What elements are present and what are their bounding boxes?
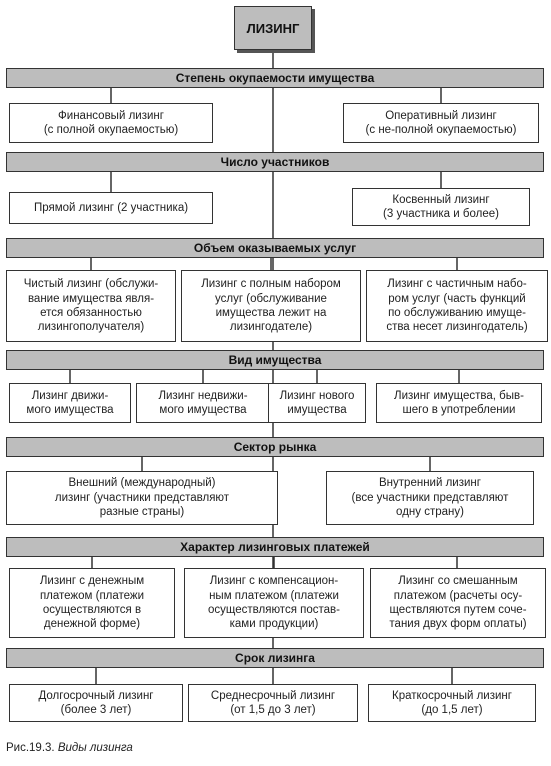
- root-leasing-box: ЛИЗИНГ: [234, 6, 312, 50]
- type-indirect-leasing: Косвенный лизинг (3 участника и более): [352, 188, 530, 226]
- category-payment-character: Характер лизинговых платежей: [6, 537, 544, 557]
- type-external-leasing: Внешний (международный) лизинг (участник…: [6, 471, 278, 525]
- category-services-volume: Объем оказываемых услуг: [6, 238, 544, 258]
- category-leasing-term: Срок лизинга: [6, 648, 544, 668]
- figure-caption: Рис.19.3. Виды лизинга: [6, 742, 133, 754]
- category-payback-degree: Степень окупаемости имущества: [6, 68, 544, 88]
- type-compensation-payment-leasing: Лизинг с компенсацион- ным платежом (пла…: [184, 568, 364, 638]
- caption-name: Виды лизинга: [57, 742, 133, 754]
- type-operating-leasing: Оперативный лизинг (с не-полной окупаемо…: [343, 103, 539, 143]
- type-long-term-leasing: Долгосрочный лизинг (более 3 лет): [9, 684, 183, 722]
- type-used-property-leasing: Лизинг имущества, быв- шего в употреблен…: [376, 383, 542, 423]
- type-financial-leasing: Финансовый лизинг (с полной окупаемостью…: [9, 103, 213, 143]
- type-movable-property-leasing: Лизинг движи- мого имущества: [9, 383, 131, 423]
- type-partial-service-leasing: Лизинг с частичным набо- ром услуг (част…: [366, 270, 548, 342]
- type-internal-leasing: Внутренний лизинг (все участники предста…: [326, 471, 534, 525]
- type-direct-leasing: Прямой лизинг (2 участника): [9, 192, 213, 224]
- type-mixed-payment-leasing: Лизинг со смешанным платежом (расчеты ос…: [370, 568, 546, 638]
- type-net-leasing: Чистый лизинг (обслужи- вание имущества …: [6, 270, 176, 342]
- category-participants-number: Число участников: [6, 152, 544, 172]
- type-real-estate-leasing: Лизинг недвижи- мого имущества: [136, 383, 270, 423]
- category-property-type: Вид имущества: [6, 350, 544, 370]
- type-medium-term-leasing: Среднесрочный лизинг (от 1,5 до 3 лет): [188, 684, 358, 722]
- type-new-property-leasing: Лизинг нового имущества: [268, 383, 366, 423]
- type-short-term-leasing: Краткосрочный лизинг (до 1,5 лет): [368, 684, 536, 722]
- caption-prefix: Рис.19.3.: [6, 742, 55, 754]
- type-full-service-leasing: Лизинг с полным набором услуг (обслужива…: [181, 270, 361, 342]
- type-cash-payment-leasing: Лизинг с денежным платежом (платежи осущ…: [9, 568, 175, 638]
- category-market-sector: Сектор рынка: [6, 437, 544, 457]
